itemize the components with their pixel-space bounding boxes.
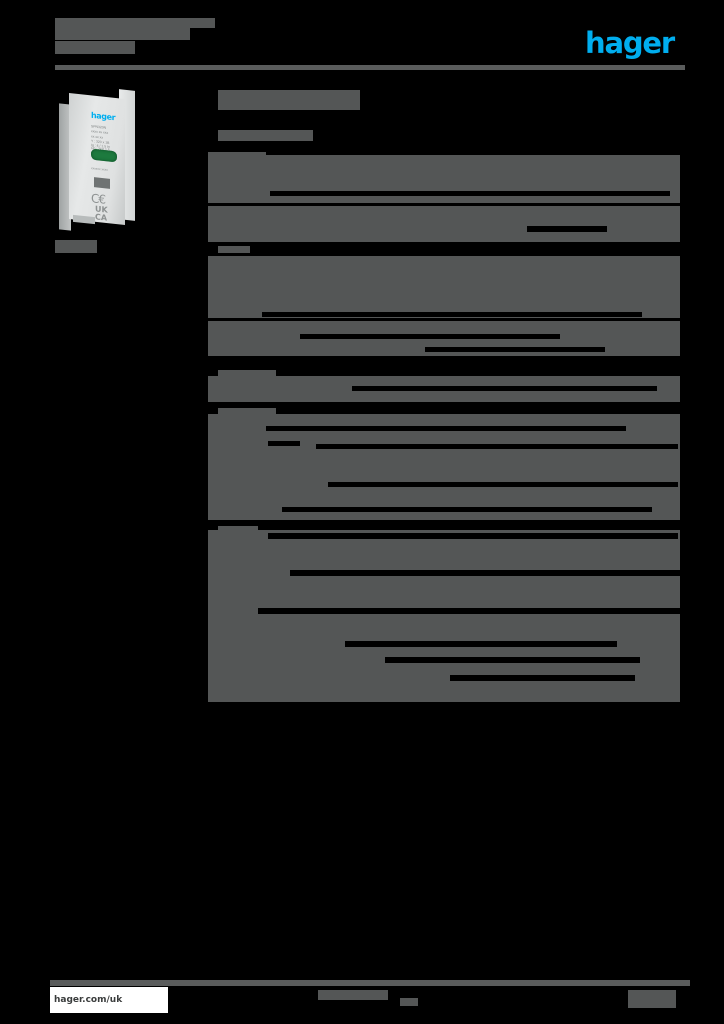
table-row-gap (290, 570, 680, 576)
footer-divider (50, 980, 690, 986)
footer-center-text-1 (318, 990, 388, 1000)
ukca-mark-icon: UK CA (95, 204, 108, 223)
spec-group-label (218, 246, 250, 253)
spec-block (208, 530, 680, 702)
header-title-line-1 (55, 18, 215, 28)
table-row-gap (352, 386, 657, 391)
table-row-gap (258, 608, 682, 614)
table-row-gap (450, 675, 635, 681)
table-row-gap (316, 444, 678, 449)
product-image-caption (55, 240, 97, 253)
table-row-gap (328, 482, 678, 487)
page-title (218, 90, 360, 110)
footer-center-text-2 (400, 998, 418, 1006)
table-row-gap (345, 641, 617, 647)
table-row-gap (268, 441, 300, 446)
spec-block (208, 256, 680, 318)
hager-logo: hager (585, 28, 685, 58)
table-row-gap (268, 533, 678, 539)
table-row-gap (425, 347, 605, 352)
table-row-gap (282, 507, 652, 512)
table-row-gap (385, 657, 640, 663)
footer-page-number (628, 990, 676, 1008)
table-row-gap (270, 191, 670, 196)
header-divider (55, 65, 685, 70)
spec-group-label (218, 408, 276, 416)
hager-logo-wordmark: hager (585, 26, 675, 60)
table-row-gap (266, 426, 626, 431)
spec-block (208, 206, 680, 242)
device-din-clip (73, 214, 95, 225)
table-row-gap (527, 226, 607, 232)
device-rating-badge (94, 177, 110, 189)
product-photo: hager SPN320N xxxx xx xxx xx xx xx Y : 3… (55, 88, 155, 238)
footer-url-link[interactable]: hager.com/uk (50, 987, 168, 1013)
table-row-gap (262, 312, 642, 317)
header-title-line-2 (55, 28, 190, 40)
footer-url-text: hager.com/uk (54, 995, 123, 1005)
page-subtitle (218, 130, 313, 141)
table-row-gap (300, 334, 560, 339)
spec-block (208, 414, 680, 520)
header-title-line-3 (55, 41, 135, 54)
spec-group-label (218, 370, 276, 378)
